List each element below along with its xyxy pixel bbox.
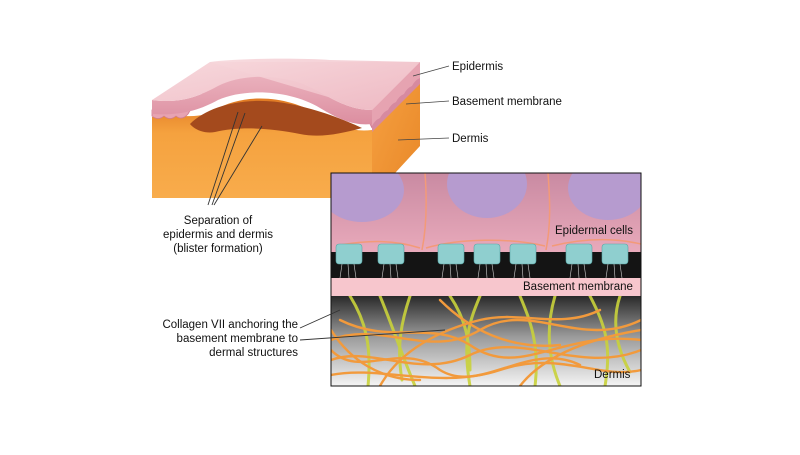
pointer-collagen-1 [299, 309, 341, 329]
nucleus-2 [447, 173, 527, 218]
label-inset-basement-membrane: Basement membrane [523, 281, 633, 293]
inset-border [330, 172, 642, 387]
anchoring-filaments [339, 263, 623, 279]
pointer-epidermis [412, 65, 450, 77]
label-collagen-line-3: dermal structures [209, 347, 298, 359]
epidermis-front-face [152, 76, 372, 125]
label-dermis: Dermis [452, 133, 489, 145]
label-epidermal-cells: Epidermal cells [555, 225, 633, 237]
epidermis-top-surface-2 [210, 58, 420, 110]
pointer-separation-1 [211, 112, 246, 206]
label-separation: Separation of epidermis and dermis (blis… [148, 214, 288, 256]
label-collagen: Collagen VII anchoring the basement memb… [148, 318, 298, 360]
dermis-side-face [372, 76, 420, 198]
dermal-fibers [331, 296, 641, 386]
pointer-separation-3 [213, 125, 263, 206]
label-separation-line-3: (blister formation) [173, 243, 263, 255]
pointer-dermis [397, 137, 450, 141]
label-collagen-line-1: Collagen VII anchoring the [162, 319, 298, 331]
label-inset-dermis: Dermis [594, 369, 631, 381]
inset-panel [331, 173, 641, 386]
pointer-collagen-2 [299, 329, 446, 341]
cell-walls [339, 173, 641, 251]
inset-basement-membrane-band [331, 278, 641, 296]
skin-block [151, 58, 450, 206]
label-basement-membrane: Basement membrane [452, 96, 562, 108]
nucleus-3 [568, 173, 641, 220]
pointer-basement [405, 100, 450, 105]
label-epidermis: Epidermis [452, 61, 504, 73]
pointer-separation-2 [207, 111, 239, 206]
label-separation-line-2: epidermis and dermis [163, 229, 273, 241]
nucleus-1 [331, 173, 404, 222]
label-separation-line-1: Separation of [183, 215, 253, 227]
epidermis-side-face [372, 62, 420, 128]
hemidesmosomes [335, 243, 629, 265]
basement-membrane-side [372, 78, 420, 132]
label-collagen-line-2: basement membrane to [176, 333, 298, 345]
